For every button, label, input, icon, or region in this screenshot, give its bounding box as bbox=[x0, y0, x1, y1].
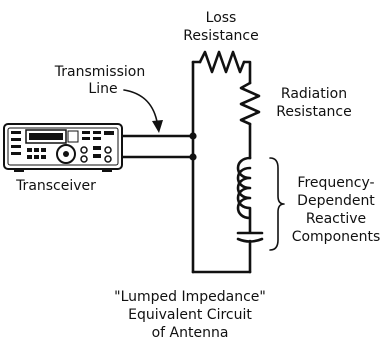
transmission-line-arrowhead bbox=[152, 120, 163, 133]
inductor-symbol bbox=[236, 156, 252, 234]
loss-resistor-symbol bbox=[198, 50, 246, 74]
curly-brace bbox=[269, 157, 285, 251]
transceiver-label: Transceiver bbox=[15, 178, 96, 194]
transmission-line bbox=[120, 89, 197, 161]
loss-label-line1: Loss bbox=[206, 10, 237, 26]
transceiver-radio-icon bbox=[3, 123, 123, 172]
radiation-resistor-symbol bbox=[239, 81, 261, 126]
circuit bbox=[191, 50, 264, 274]
loss-label-line2: Resistance bbox=[183, 28, 258, 44]
reactive-label-line2: Dependent bbox=[297, 193, 375, 209]
reactive-label-line1: Frequency- bbox=[297, 175, 374, 191]
junction-dot-upper bbox=[189, 132, 197, 140]
radiation-label-line1: Radiation bbox=[281, 86, 347, 102]
reactive-label-line3: Reactive bbox=[306, 211, 366, 227]
caption-line2: Equivalent Circuit bbox=[128, 307, 252, 323]
top-wire-right bbox=[242, 60, 252, 85]
radiation-label-line2: Resistance bbox=[276, 104, 351, 120]
transmission-label-line1: Transmission bbox=[54, 64, 145, 80]
caption-line3: of Antenna bbox=[152, 325, 229, 341]
caption-line1: "Lumped Impedance" bbox=[114, 289, 266, 305]
reactive-label-line4: Components bbox=[292, 229, 381, 245]
transmission-label-line2: Line bbox=[88, 81, 117, 97]
junction-dot-lower bbox=[189, 153, 197, 161]
labels: Loss Resistance Radiation Resistance Tra… bbox=[15, 10, 380, 341]
